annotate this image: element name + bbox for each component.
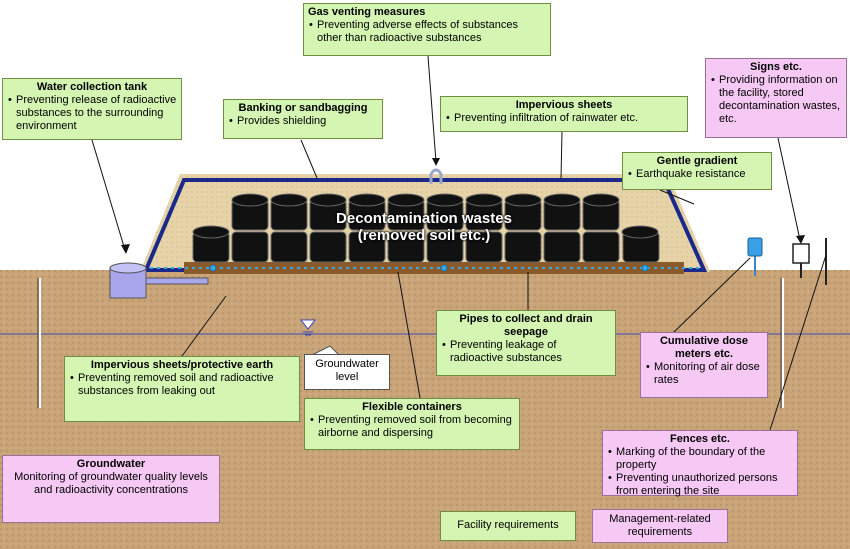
impervious-earth-title: Impervious sheets/protective earth	[90, 359, 274, 371]
groundwater-box: Groundwater Monitoring of groundwater qu…	[2, 455, 220, 523]
groundwater-title: Groundwater	[76, 458, 146, 470]
gas-venting-box: Gas venting measures Preventing adverse …	[303, 3, 551, 56]
groundwater-text: Monitoring of groundwater quality levels…	[14, 471, 208, 496]
gentle-gradient-title: Gentle gradient	[656, 155, 738, 167]
pipes-box: Pipes to collect and drain seepage Preve…	[436, 310, 616, 376]
fences-title: Fences etc.	[670, 433, 730, 445]
impervious-earth-item: Preventing removed soil and radioactive …	[70, 372, 295, 398]
flexible-containers	[192, 193, 660, 263]
flexible-containers-box: Flexible containers Preventing removed s…	[304, 398, 520, 450]
legend-facility-label: Facility requirements	[457, 519, 559, 531]
banking-box: Banking or sandbagging Provides shieldin…	[223, 99, 383, 139]
water-tank-box: Water collection tank Preventing release…	[2, 78, 182, 140]
pipe-joint	[209, 264, 217, 272]
impervious-sheets-title: Impervious sheets	[515, 99, 613, 111]
water-tank-item: Preventing release of radioactive substa…	[8, 94, 177, 133]
banking-item: Provides shielding	[229, 115, 378, 128]
dose-meters-item: Monitoring of air dose rates	[646, 361, 763, 387]
fences-item: Preventing unauthorized persons from ent…	[608, 472, 793, 498]
center-label-line1: Decontamination wastes	[336, 210, 512, 227]
groundwater-level-callout: Groundwater level	[304, 354, 390, 390]
fences-box: Fences etc. Marking of the boundary of t…	[602, 430, 798, 498]
groundwater-level-marker	[299, 319, 317, 330]
gas-vent-pipe	[429, 168, 443, 184]
signs-item: Providing information on the facility, s…	[711, 74, 842, 126]
legend-facility: Facility requirements	[440, 511, 576, 541]
groundwater-level-line1: Groundwater	[315, 358, 379, 370]
flexible-containers-item: Preventing removed soil from becoming ai…	[310, 414, 515, 440]
gentle-gradient-item: Earthquake resistance	[628, 168, 767, 181]
water-collection-tank	[109, 262, 209, 299]
fences-item: Marking of the boundary of the property	[608, 446, 793, 472]
impervious-earth-box: Impervious sheets/protective earth Preve…	[64, 356, 300, 422]
dose-meters-title: Cumulative dose meters etc.	[659, 335, 749, 360]
gas-venting-title: Gas venting measures	[308, 6, 426, 18]
signs-title: Signs etc.	[750, 61, 802, 73]
groundwater-level-line2: level	[335, 371, 359, 383]
dose-meters-box: Cumulative dose meters etc. Monitoring o…	[640, 332, 768, 398]
impervious-sheets-item: Preventing infiltration of rainwater etc…	[446, 112, 683, 125]
center-label-line2: (removed soil etc.)	[357, 227, 491, 244]
impervious-sheets-box: Impervious sheets Preventing infiltratio…	[440, 96, 688, 132]
center-label: Decontamination wastes (removed soil etc…	[294, 210, 554, 244]
legend-management-label: Management-related requirements	[609, 512, 711, 538]
gas-venting-item: Preventing adverse effects of substances…	[309, 19, 546, 45]
pipe-joint	[641, 264, 649, 272]
flexible-containers-title: Flexible containers	[362, 401, 462, 413]
water-tank-title: Water collection tank	[36, 81, 148, 93]
dose-meter	[747, 237, 763, 276]
signs-box: Signs etc. Providing information on the …	[705, 58, 847, 138]
pipes-title: Pipes to collect and drain seepage	[459, 313, 593, 338]
pipe-joint	[440, 264, 448, 272]
leader-lines	[91, 55, 827, 431]
pipes-item: Preventing leakage of radioactive substa…	[442, 339, 611, 365]
gentle-gradient-box: Gentle gradient Earthquake resistance	[622, 152, 772, 190]
legend-management: Management-related requirements	[592, 509, 728, 543]
drainage-layer	[184, 262, 684, 274]
banking-title: Banking or sandbagging	[238, 102, 368, 114]
